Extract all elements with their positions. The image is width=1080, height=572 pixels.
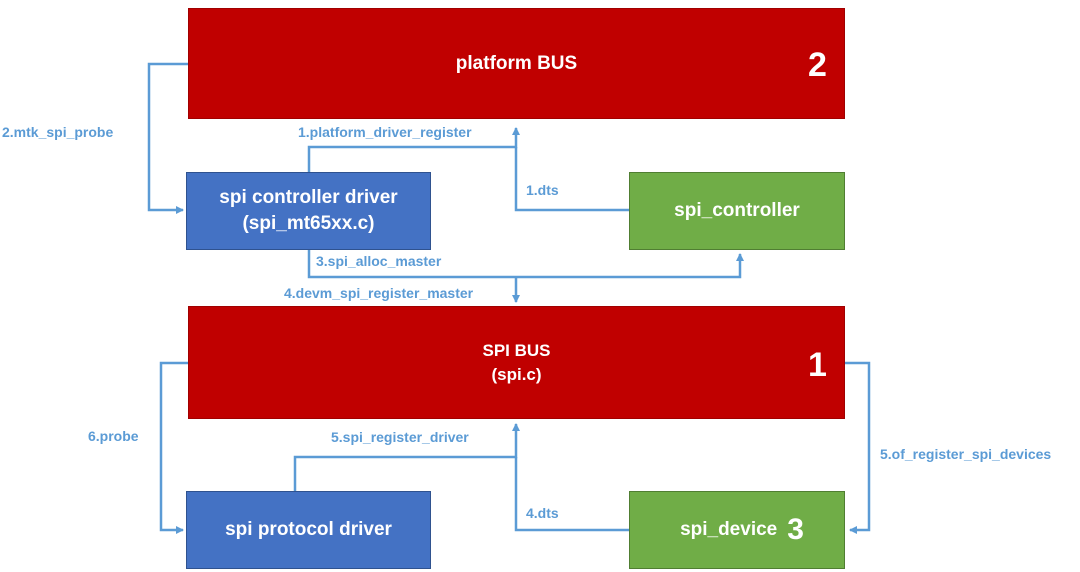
edge-label-dts-controller: 1.dts [526, 182, 559, 198]
edge-dts-device [514, 457, 629, 532]
spi-protocol-driver-label: spi protocol driver [225, 519, 392, 540]
edge-of-register-spi-devices [845, 361, 871, 534]
spi-bus-box: SPI BUS (spi.c) [188, 306, 845, 419]
edge-spi-register-driver [293, 423, 520, 491]
edge-label-probe: 6.probe [88, 428, 139, 444]
spi-device-box: spi_device 3 [629, 491, 845, 569]
edge-probe [159, 361, 188, 534]
edge-spi-alloc-master [307, 250, 744, 279]
spi-device-label: spi_device [680, 519, 778, 540]
spi-bus-file: (spi.c) [491, 364, 542, 384]
spi-protocol-driver-box: spi protocol driver [186, 491, 431, 569]
spi-bus-label: SPI BUS [482, 340, 551, 360]
edge-label-mtk-spi-probe: 2.mtk_spi_probe [2, 124, 114, 140]
platform-bus-box: platform BUS [188, 8, 845, 119]
edge-platform-driver-register [307, 127, 520, 172]
platform-bus-label: platform BUS [455, 52, 578, 74]
edge-label-devm-spi-register-master: 4.devm_spi_register_master [284, 285, 474, 301]
edge-label-of-register-spi-devices: 5.of_register_spi_devices [880, 446, 1052, 462]
spi-controller-label: spi_controller [674, 200, 800, 221]
spi-controller-driver-title: spi controller driver [219, 187, 398, 208]
edge-label-platform-driver-register: 1.platform_driver_register [298, 124, 472, 140]
edge-label-spi-register-driver: 5.spi_register_driver [331, 429, 469, 445]
spi-controller-driver-box: spi controller driver (spi_mt65xx.c) [186, 172, 431, 250]
spi-bus-number: 1 [808, 346, 827, 384]
spi-device-number: 3 [787, 513, 804, 546]
spi-controller-driver-file: (spi_mt65xx.c) [242, 213, 375, 234]
edge-label-spi-alloc-master: 3.spi_alloc_master [316, 253, 442, 269]
platform-bus-number: 2 [808, 46, 827, 84]
edge-label-dts-device: 4.dts [526, 505, 559, 521]
edge-dts-controller [514, 147, 629, 212]
edge-mtk-spi-probe [147, 62, 188, 214]
spi-controller-box: spi_controller [629, 172, 845, 250]
